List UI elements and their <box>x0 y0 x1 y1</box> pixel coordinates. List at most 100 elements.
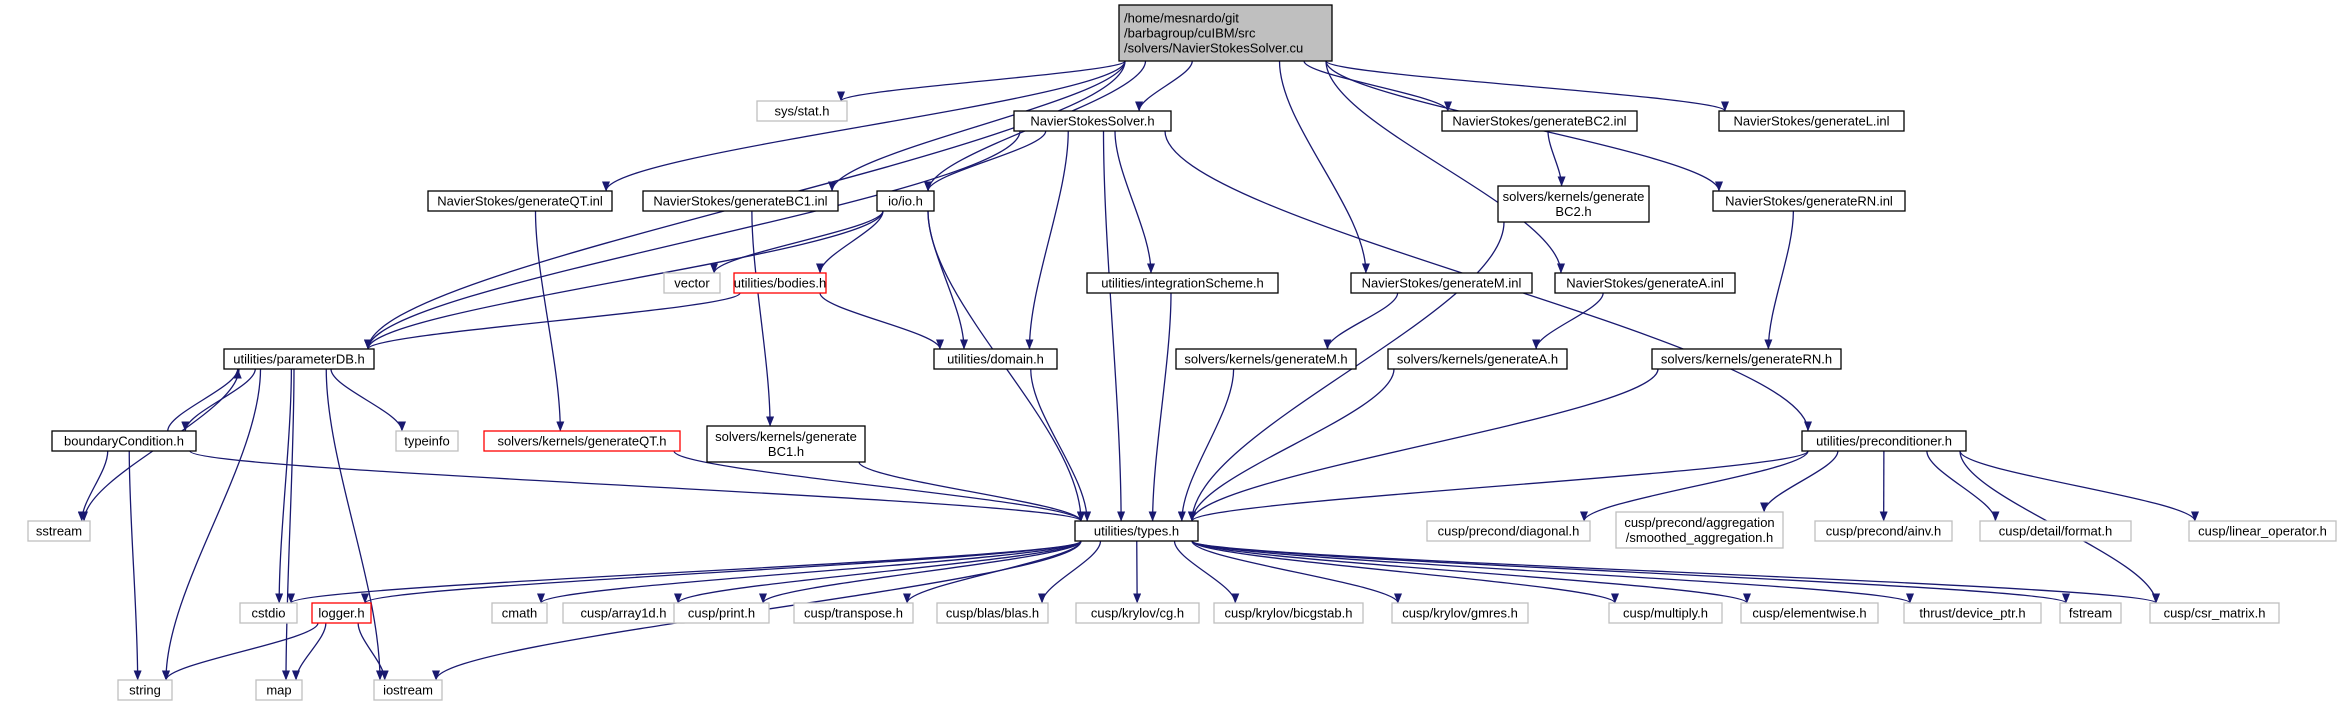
node-transpose[interactable]: cusp/transpose.h <box>793 602 914 624</box>
edge-root-to-genA <box>1325 60 1565 274</box>
node-box <box>1554 272 1736 294</box>
node-skbc1[interactable]: solvers/kernels/generateBC1.h <box>706 425 866 463</box>
edge-line <box>1191 540 2160 604</box>
node-root[interactable]: /home/mesnardo/git/barbagroup/cuIBM/src/… <box>1118 4 1333 62</box>
node-skRN[interactable]: solvers/kernels/generateRN.h <box>1651 348 1842 370</box>
node-bodies[interactable]: utilities/bodies.h <box>733 272 827 294</box>
edge-logger-to-iostream <box>357 622 389 681</box>
edge-precond-to-types <box>1188 450 1809 522</box>
node-box <box>733 272 827 294</box>
edge-line <box>537 540 1082 604</box>
node-label: cstdio <box>252 606 286 621</box>
node-genA[interactable]: NavierStokes/generateA.inl <box>1554 272 1736 294</box>
edge-bc-to-paramdb <box>167 368 242 432</box>
node-print[interactable]: cusp/print.h <box>673 602 770 624</box>
node-nss_h[interactable]: NavierStokesSolver.h <box>1013 110 1172 132</box>
node-box <box>1718 110 1905 132</box>
node-genRN[interactable]: NavierStokes/generateRN.inl <box>1712 190 1906 212</box>
node-genbc1[interactable]: NavierStokes/generateBC1.inl <box>642 190 839 212</box>
node-box <box>663 272 721 294</box>
node-iostream[interactable]: iostream <box>373 679 443 701</box>
node-box <box>1651 348 1842 370</box>
node-genQT[interactable]: NavierStokes/generateQT.inl <box>427 190 613 212</box>
node-label: NavierStokes/generateA.inl <box>1566 276 1724 291</box>
node-skQT[interactable]: solvers/kernels/generateQT.h <box>483 430 681 452</box>
node-skA[interactable]: solvers/kernels/generateA.h <box>1387 348 1568 370</box>
node-bicgstab[interactable]: cusp/krylov/bicgstab.h <box>1213 602 1364 624</box>
edge-line <box>1025 130 1069 350</box>
edge-line <box>189 450 1085 522</box>
node-skbc2[interactable]: solvers/kernels/generateBC2.h <box>1497 185 1650 223</box>
edge-types-to-gmres <box>1191 540 1402 604</box>
node-label: /home/mesnardo/git <box>1124 11 1239 26</box>
node-multiply[interactable]: cusp/multiply.h <box>1608 602 1723 624</box>
node-genL[interactable]: NavierStokes/generateL.inl <box>1718 110 1905 132</box>
edge-line <box>1191 540 1619 604</box>
node-bc[interactable]: boundaryCondition.h <box>51 430 197 452</box>
node-box <box>491 602 548 624</box>
node-array1d[interactable]: cusp/array1d.h <box>562 602 685 624</box>
node-paramdb[interactable]: utilities/parameterDB.h <box>223 348 375 370</box>
node-diag[interactable]: cusp/precond/diagonal.h <box>1426 520 1591 542</box>
node-elementwise[interactable]: cusp/elementwise.h <box>1740 602 1879 624</box>
node-domain[interactable]: utilities/domain.h <box>933 348 1058 370</box>
node-box <box>1903 602 2042 624</box>
node-skM[interactable]: solvers/kernels/generateM.h <box>1175 348 1357 370</box>
node-vector[interactable]: vector <box>663 272 721 294</box>
edge-skM-to-types <box>1177 368 1235 522</box>
edge-domain-to-types <box>1030 368 1092 522</box>
node-map[interactable]: map <box>255 679 303 701</box>
edge-line <box>275 368 293 604</box>
node-typeinfo[interactable]: typeinfo <box>395 430 459 452</box>
node-label: NavierStokes/generateRN.inl <box>1725 194 1893 209</box>
edge-precond-to-diag <box>1580 450 1809 522</box>
edge-root-to-genL <box>1325 60 1729 112</box>
node-label: solvers/kernels/generateA.h <box>1397 352 1558 367</box>
edge-skQT-to-types <box>673 450 1085 522</box>
node-label: NavierStokesSolver.h <box>1030 114 1154 129</box>
node-precond[interactable]: utilities/preconditioner.h <box>1801 430 1967 452</box>
edge-line <box>1191 540 1914 604</box>
edge-line <box>828 60 1126 192</box>
edge-line <box>1764 210 1795 350</box>
node-cg[interactable]: cusp/krylov/cg.h <box>1075 602 1200 624</box>
node-smoothed[interactable]: cusp/precond/aggregation/smoothed_aggreg… <box>1615 511 1784 549</box>
edge-io-to-bodies <box>816 210 884 274</box>
node-genM[interactable]: NavierStokes/generateM.inl <box>1350 272 1533 294</box>
node-sstream[interactable]: sstream <box>27 520 91 542</box>
node-io[interactable]: io/io.h <box>876 190 935 212</box>
edge-line <box>364 292 741 350</box>
node-cstdio[interactable]: cstdio <box>239 602 298 624</box>
node-csr[interactable]: cusp/csr_matrix.h <box>2149 602 2280 624</box>
node-devptr[interactable]: thrust/device_ptr.h <box>1903 602 2042 624</box>
node-box <box>1391 602 1529 624</box>
edge-line <box>1760 450 1839 513</box>
edge-types-to-bicgstab <box>1173 540 1240 604</box>
node-linop[interactable]: cusp/linear_operator.h <box>2188 520 2337 542</box>
edge-line <box>1191 540 1402 604</box>
edge-line <box>858 461 1085 522</box>
edge-line <box>364 210 884 350</box>
edge-root-to-genbc1 <box>828 60 1126 192</box>
edge-types-to-print <box>759 540 1082 604</box>
node-label: cusp/precond/aggregation <box>1624 515 1774 530</box>
node-genbc2[interactable]: NavierStokes/generateBC2.inl <box>1441 110 1638 132</box>
node-ainv[interactable]: cusp/precond/ainv.h <box>1814 520 1953 542</box>
node-sysstat[interactable]: sys/stat.h <box>756 100 848 122</box>
edge-bc-to-string <box>128 450 142 681</box>
node-fstream[interactable]: fstream <box>2059 602 2122 624</box>
node-string[interactable]: string <box>117 679 173 701</box>
node-gmres[interactable]: cusp/krylov/gmres.h <box>1391 602 1529 624</box>
node-blas[interactable]: cusp/blas/blas.h <box>936 602 1049 624</box>
node-cmath[interactable]: cmath <box>491 602 548 624</box>
edge-root-to-genM <box>1278 60 1370 274</box>
node-box <box>1213 602 1364 624</box>
node-logger[interactable]: logger.h <box>311 602 372 624</box>
node-label: cusp/linear_operator.h <box>2198 524 2327 539</box>
node-types[interactable]: utilities/types.h <box>1074 520 1199 542</box>
node-format[interactable]: cusp/detail/format.h <box>1979 520 2132 542</box>
edge-line <box>162 622 319 681</box>
node-label: map <box>266 683 291 698</box>
node-intscheme[interactable]: utilities/integrationScheme.h <box>1086 272 1279 294</box>
node-label: cusp/krylov/gmres.h <box>1402 606 1518 621</box>
